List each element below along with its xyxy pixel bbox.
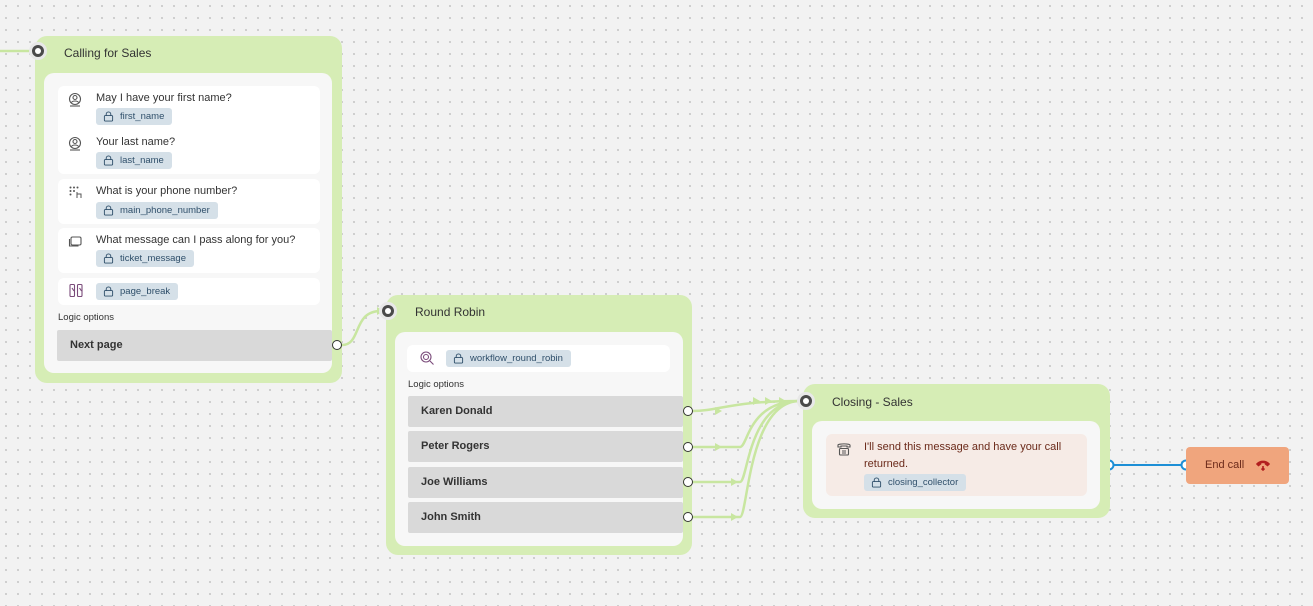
page-break-icon — [69, 283, 83, 298]
variable-tag-label: first_name — [120, 111, 165, 122]
logic-option-label: Karen Donald — [421, 405, 493, 417]
question-card-message[interactable]: What message can I pass along for you? t… — [58, 228, 320, 273]
edge-next-page-to-round-robin — [340, 309, 383, 347]
lock-icon — [103, 155, 114, 166]
logic-option-next-page[interactable]: Next page — [57, 330, 332, 361]
edge-arrow — [753, 397, 760, 405]
lock-icon — [103, 205, 114, 216]
lock-icon — [453, 353, 464, 364]
variable-tag-label: workflow_round_robin — [470, 353, 563, 364]
person-icon — [68, 136, 82, 151]
phone-script-icon — [837, 443, 851, 456]
edge-peter-to-closing — [690, 399, 802, 449]
logic-option-label: Peter Rogers — [421, 440, 490, 452]
question-text: What message can I pass along for you? — [96, 234, 296, 246]
logic-option-john-smith[interactable]: John Smith — [408, 502, 683, 533]
message-text: returned. — [864, 458, 909, 470]
variable-tag-label: main_phone_number — [120, 205, 210, 216]
node-closing-sales[interactable]: Closing - Sales I'll send this message a… — [797, 384, 1110, 518]
message-icon — [68, 236, 82, 247]
message-card[interactable]: I'll send this message and have your cal… — [826, 434, 1087, 496]
edge-john-to-closing — [690, 399, 802, 519]
edge-arrow — [765, 397, 772, 405]
lock-icon — [103, 253, 114, 264]
message-text: I'll send this message and have your cal… — [864, 441, 1062, 453]
variable-tag-label: ticket_message — [120, 253, 187, 264]
logic-option-label: John Smith — [421, 511, 481, 523]
lock-icon — [103, 111, 114, 122]
variable-tag[interactable]: last_name — [96, 152, 172, 169]
keypad-icon — [69, 186, 82, 198]
logic-option-joe-williams[interactable]: Joe Williams — [408, 467, 683, 498]
node-body: May I have your first name? first_name Y… — [44, 73, 332, 373]
page-break-card[interactable]: page_break — [58, 278, 320, 305]
output-port[interactable] — [683, 406, 693, 416]
lock-icon — [871, 477, 882, 488]
variable-tag[interactable]: workflow_round_robin — [446, 350, 571, 367]
variable-tag[interactable]: first_name — [96, 108, 173, 125]
variable-tag[interactable]: page_break — [96, 283, 179, 300]
node-title: Round Robin — [415, 305, 486, 319]
workflow-search-icon — [420, 351, 434, 365]
variable-tag[interactable]: closing_collector — [864, 474, 967, 491]
node-calling-for-sales[interactable]: Calling for Sales May I have your first … — [29, 36, 342, 383]
edge-arrow — [779, 397, 786, 405]
edge-joe-to-closing — [690, 399, 802, 484]
logic-option-karen-donald[interactable]: Karen Donald — [408, 396, 683, 427]
logic-options-label: Logic options — [408, 379, 464, 390]
question-card-name[interactable]: May I have your first name? first_name Y… — [58, 86, 320, 174]
node-input-handle[interactable] — [29, 42, 47, 60]
edge-arrow — [731, 478, 738, 486]
variable-tag[interactable]: ticket_message — [96, 250, 195, 267]
output-port[interactable] — [683, 512, 693, 522]
logic-option-peter-rogers[interactable]: Peter Rogers — [408, 431, 683, 462]
edge-arrow — [715, 407, 722, 415]
workflow-card[interactable]: workflow_round_robin — [407, 345, 670, 372]
logic-options-label: Logic options — [58, 312, 114, 323]
logic-option-label: Joe Williams — [421, 476, 488, 488]
hang-up-icon — [1256, 460, 1270, 471]
logic-option-label: Next page — [70, 339, 123, 351]
variable-tag-label: last_name — [120, 155, 164, 166]
node-title: Closing - Sales — [832, 395, 913, 409]
node-end-call[interactable]: End call — [1186, 447, 1289, 484]
edge-arrow — [731, 513, 738, 521]
node-body: workflow_round_robin Logic options Karen… — [395, 332, 683, 546]
output-port[interactable] — [683, 442, 693, 452]
person-icon — [68, 92, 82, 107]
output-port[interactable] — [683, 477, 693, 487]
node-title: Calling for Sales — [64, 46, 152, 60]
node-round-robin[interactable]: Round Robin workflow_round_robin Logic o… — [379, 295, 693, 555]
end-call-label: End call — [1205, 459, 1245, 471]
node-body: I'll send this message and have your cal… — [812, 421, 1100, 509]
question-text: May I have your first name? — [96, 92, 232, 104]
question-text: Your last name? — [96, 136, 176, 148]
output-port[interactable] — [332, 340, 342, 350]
variable-tag-label: page_break — [120, 286, 171, 297]
edge-karen-to-closing — [690, 399, 802, 413]
variable-tag[interactable]: main_phone_number — [96, 202, 218, 219]
question-card-phone[interactable]: What is your phone number? main_phone_nu… — [58, 179, 320, 224]
lock-icon — [103, 286, 114, 297]
question-text: What is your phone number? — [96, 185, 238, 197]
edge-arrow — [715, 443, 722, 451]
node-input-handle[interactable] — [797, 392, 815, 410]
node-input-handle[interactable] — [379, 302, 397, 320]
variable-tag-label: closing_collector — [888, 477, 959, 488]
